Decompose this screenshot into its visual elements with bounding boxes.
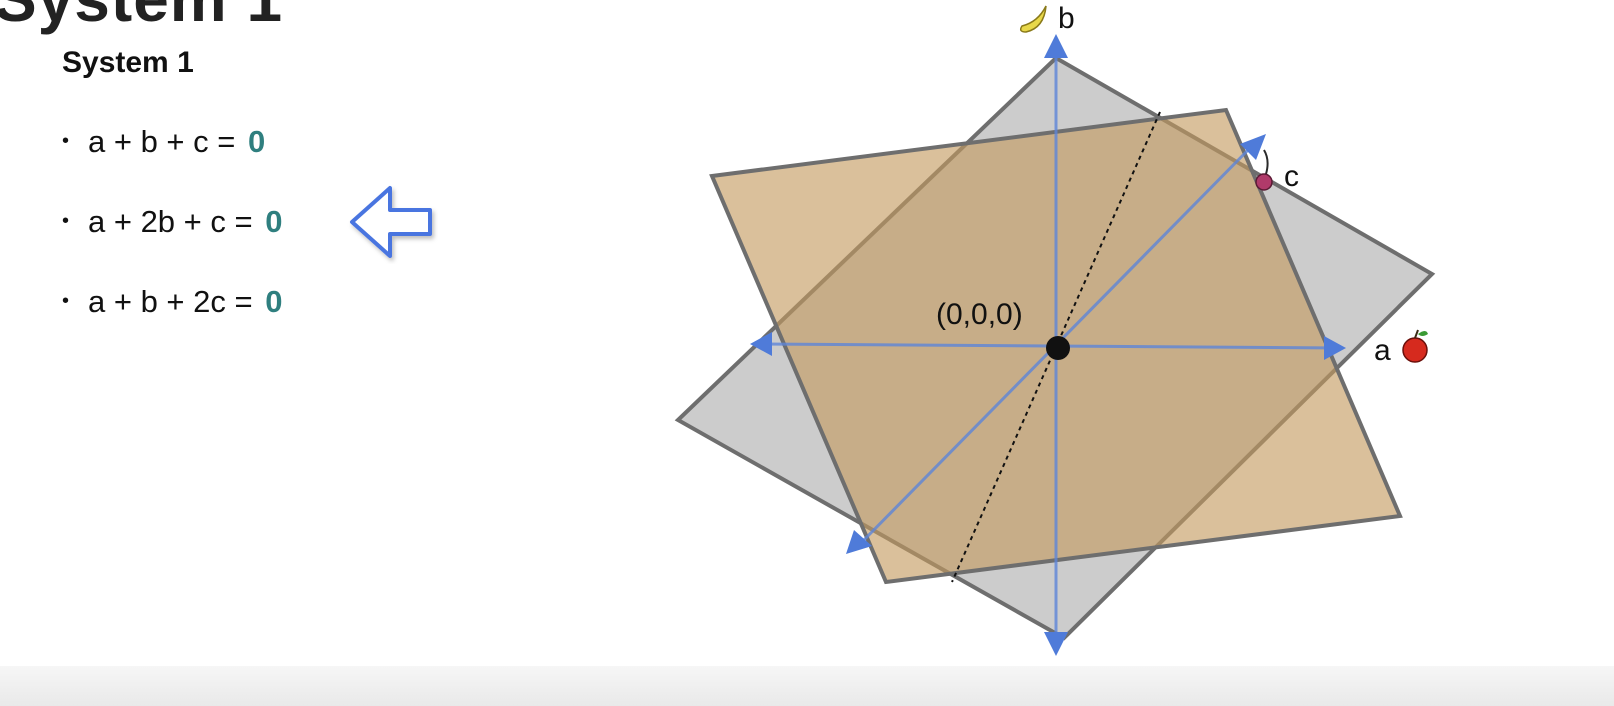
axis-b-label: b — [1058, 2, 1075, 35]
equation-3-lhs: a + b + 2c = — [88, 284, 262, 319]
slide-title: System 1 — [0, 0, 283, 36]
axis-c-label: c — [1284, 160, 1299, 193]
system-heading: System 1 — [62, 46, 194, 79]
equation-2-rhs: 0 — [265, 204, 283, 239]
equation-2-lhs: a + 2b + c = — [88, 204, 262, 239]
origin-point — [1046, 336, 1070, 360]
equation-1-lhs: a + b + c = — [88, 124, 244, 159]
cherry-icon — [1255, 149, 1273, 191]
equation-3: a + b + 2c = 0 — [62, 284, 282, 364]
axis-a-neg-arrowhead — [750, 332, 772, 356]
left-arrow-icon — [350, 186, 432, 258]
equation-list: a + b + c = 0 a + 2b + c = 0 a + b + 2c … — [62, 124, 282, 364]
axis-c-arrowhead — [1240, 134, 1266, 160]
apple-icon — [1402, 329, 1428, 363]
axis-c-neg-arrowhead — [846, 530, 872, 554]
equation-1-rhs: 0 — [247, 124, 266, 159]
axis-b-neg-arrowhead — [1044, 632, 1068, 656]
axis-a-arrowhead — [1324, 336, 1346, 360]
footer-bar — [0, 666, 1614, 706]
equation-1: a + b + c = 0 — [62, 124, 282, 204]
equation-3-rhs: 0 — [265, 284, 283, 319]
banana-icon — [1019, 5, 1047, 33]
origin-label: (0,0,0) — [936, 298, 1023, 331]
equation-2: a + 2b + c = 0 — [62, 204, 282, 284]
axis-b-arrowhead — [1044, 34, 1068, 58]
axis-a-label: a — [1374, 334, 1391, 367]
